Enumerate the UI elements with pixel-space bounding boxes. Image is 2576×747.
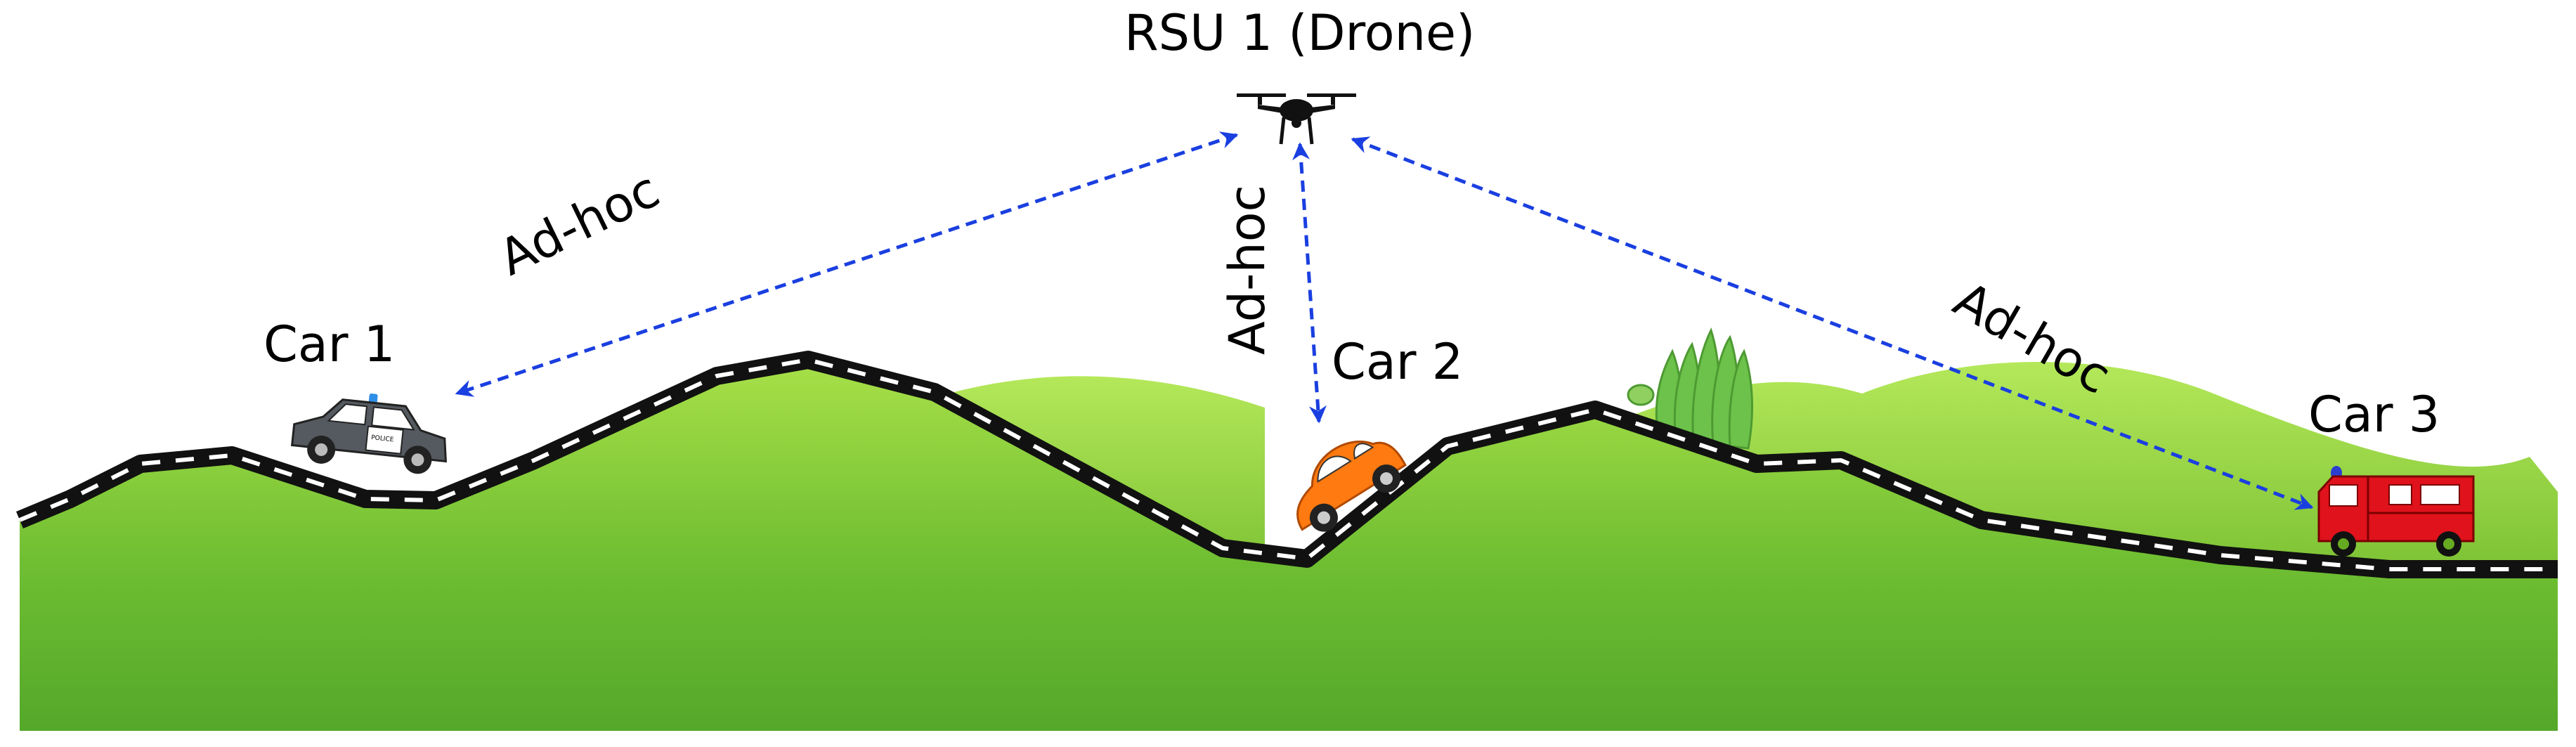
police-car-icon [290, 393, 447, 474]
drone-icon [1237, 93, 1356, 145]
car1-label: Car 1 [264, 316, 396, 373]
rsu-drone-label: RSU 1 (Drone) [1124, 4, 1476, 62]
car-icon [1296, 440, 1407, 532]
green-hills [20, 360, 2558, 731]
car2-label: Car 2 [1332, 333, 1464, 391]
link-drone-car2 [1292, 142, 1327, 424]
link-drone-car1 [455, 131, 1239, 397]
police-text: POLICE [371, 434, 394, 443]
winding-road [16, 351, 2558, 578]
adhoc-label-car2: Ad-hoc [1218, 184, 1276, 355]
fire-truck-icon [2317, 466, 2475, 557]
adhoc-links [455, 131, 2314, 510]
car3-label: Car 3 [2308, 386, 2440, 443]
link-drone-car3 [1351, 136, 2314, 510]
